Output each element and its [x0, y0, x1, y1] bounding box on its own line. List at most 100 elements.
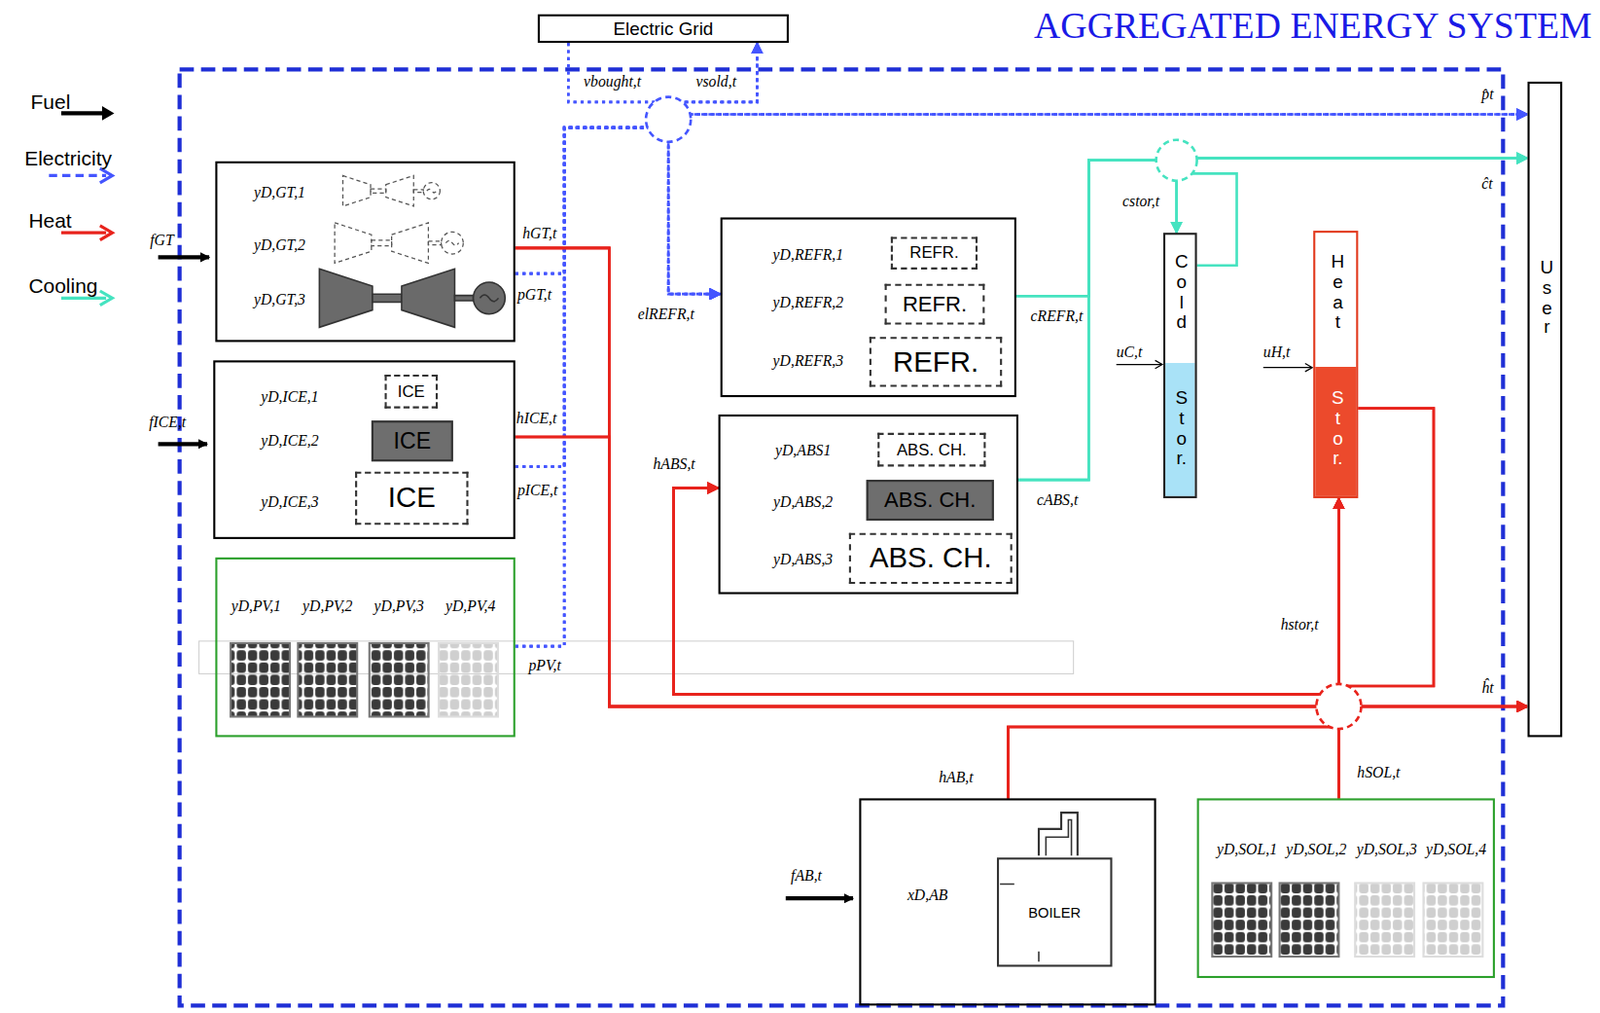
- component-box: yD,PV,1yD,PV,2yD,PV,3yD,PV,4: [214, 557, 515, 738]
- flow-connector: [1008, 497, 1340, 798]
- flow-connector: [515, 436, 1340, 707]
- component-text: yD,SOL,3: [1356, 840, 1418, 858]
- boiler-chimney: [1038, 812, 1078, 855]
- pv-panels: [230, 642, 498, 717]
- flow-connector: [673, 487, 1339, 798]
- component-text: yD,REFR,3: [773, 352, 845, 370]
- signal-label: cREFR,t: [1031, 307, 1084, 325]
- flow-connector: [1016, 158, 1529, 297]
- solar-thermal-panels: [1211, 882, 1483, 957]
- signal-label: cABS,t: [1036, 491, 1078, 509]
- component-text: User: [1539, 257, 1554, 339]
- flow-connector: [515, 248, 1529, 707]
- signal-label: fGT: [149, 232, 174, 250]
- electric-hub: [645, 97, 691, 143]
- component-box: ICE: [385, 374, 439, 409]
- drawing-part: [100, 225, 113, 241]
- component-box: yD,ICE,1yD,ICE,2yD,ICE,3ICEICEICE: [213, 359, 516, 539]
- flow-connector: [515, 119, 721, 646]
- component-text: ABS. CH.: [896, 440, 967, 460]
- component-text: ICE: [393, 427, 431, 455]
- component-text: Cold: [1174, 252, 1189, 334]
- signal-label: hAB,t: [938, 769, 973, 787]
- component-text: yD,ICE,1: [260, 388, 319, 406]
- signal-label: hGT,t: [522, 224, 557, 243]
- component-text: ICE: [388, 481, 436, 515]
- drawing-part: [785, 895, 854, 900]
- component-text: REFR.: [892, 345, 979, 379]
- component-box: xD,AB BOILER: [858, 797, 1156, 1005]
- drawing-part: [438, 642, 498, 717]
- component-text: yD,GT,3: [253, 291, 306, 310]
- component-box: ICE: [371, 420, 454, 462]
- component-box: ABS. CH.: [877, 432, 986, 467]
- component-text: Heat: [1330, 252, 1345, 334]
- boiler-detail: [999, 884, 1039, 962]
- heat-hub: [1315, 683, 1361, 729]
- component-text: ABS. CH.: [884, 487, 976, 512]
- component-box: REFR.: [869, 336, 1002, 387]
- component-text: ICE: [397, 382, 426, 401]
- signal-label: fICE,t: [148, 413, 186, 431]
- component-box: ICE: [355, 471, 468, 526]
- component-text: yD,GT,1: [253, 183, 306, 202]
- component-text: yD,ICE,3: [260, 493, 319, 511]
- component-text: yD,ABS,3: [773, 550, 833, 569]
- flow-connector: [515, 436, 1529, 707]
- signal-label: hstor,t: [1280, 615, 1319, 634]
- drawing-part: [1354, 882, 1415, 957]
- component-text: yD,ABS1: [775, 442, 831, 461]
- system-boundary: [179, 69, 1504, 1005]
- component-text: Stor.: [1330, 388, 1345, 469]
- drawing-part: [158, 441, 208, 446]
- component-box: User: [1528, 81, 1564, 738]
- component-box: yD,SOL,1 yD,SOL,2 yD,SOL,3 yD,SOL,4: [1197, 797, 1495, 978]
- flow-connector: [515, 248, 1340, 707]
- component-text: yD,ABS,2: [773, 493, 833, 511]
- signal-label: pICE,t: [517, 482, 559, 500]
- component-text: yD,SOL,2: [1285, 840, 1347, 858]
- component-box: ColdStor.: [1163, 232, 1198, 498]
- flow-connector: [1338, 706, 1528, 798]
- drawing-part: [100, 168, 113, 183]
- signal-label: vbought,t: [583, 72, 641, 91]
- signal-label: vsold,t: [695, 72, 737, 91]
- component-box: Electric Grid: [537, 14, 789, 43]
- component-box: HeatStor.: [1313, 230, 1358, 498]
- signal-label: elREFR,t: [638, 305, 695, 323]
- flow-connector: [568, 42, 1528, 120]
- component-text: yD,SOL,1: [1216, 840, 1278, 858]
- component-text: REFR.: [902, 291, 967, 317]
- gas-turbine-small: [343, 175, 441, 206]
- drawing-part: [158, 254, 210, 259]
- flow-connector: [1016, 160, 1177, 297]
- component-text: xD,AB: [907, 886, 949, 904]
- signal-label: ĥt: [1481, 678, 1494, 697]
- drawing-part: [1116, 363, 1162, 365]
- component-text: yD,GT,2: [253, 236, 306, 254]
- component-text: Stor.: [1174, 388, 1189, 469]
- component-text: yD,SOL,4: [1425, 840, 1487, 858]
- flow-connector: [1018, 160, 1177, 480]
- drawing-part: [297, 642, 357, 717]
- component-text: REFR.: [909, 244, 959, 263]
- signal-label: pPV,t: [528, 656, 561, 675]
- component-text: yD,REFR,2: [773, 294, 845, 313]
- component-text: ABS. CH.: [869, 541, 993, 575]
- flow-connector: [515, 119, 721, 294]
- component-box: ABS. CH.: [849, 533, 1013, 584]
- drawing-part: [102, 106, 115, 121]
- flow-connector: [1008, 706, 1529, 798]
- component-box: BOILER: [996, 856, 1113, 966]
- component-box: yD,REFR,1yD,REFR,2yD,REFR,3REFR.REFR.REF…: [720, 216, 1017, 397]
- drawing-part: [1305, 362, 1313, 371]
- signal-label: p̂t: [1481, 86, 1494, 105]
- legend-text: Cooling: [28, 274, 98, 298]
- component-text: yD,PV,2: [302, 597, 353, 615]
- drawing-part: [230, 642, 290, 717]
- drawing-part: [1155, 359, 1163, 368]
- flow-connector: [1018, 158, 1529, 480]
- legend-text: Fuel: [30, 90, 71, 114]
- component-box: yD,ABS1 yD,ABS,2 yD,ABS,3 ABS. CH. ABS. CH. A…: [718, 414, 1019, 595]
